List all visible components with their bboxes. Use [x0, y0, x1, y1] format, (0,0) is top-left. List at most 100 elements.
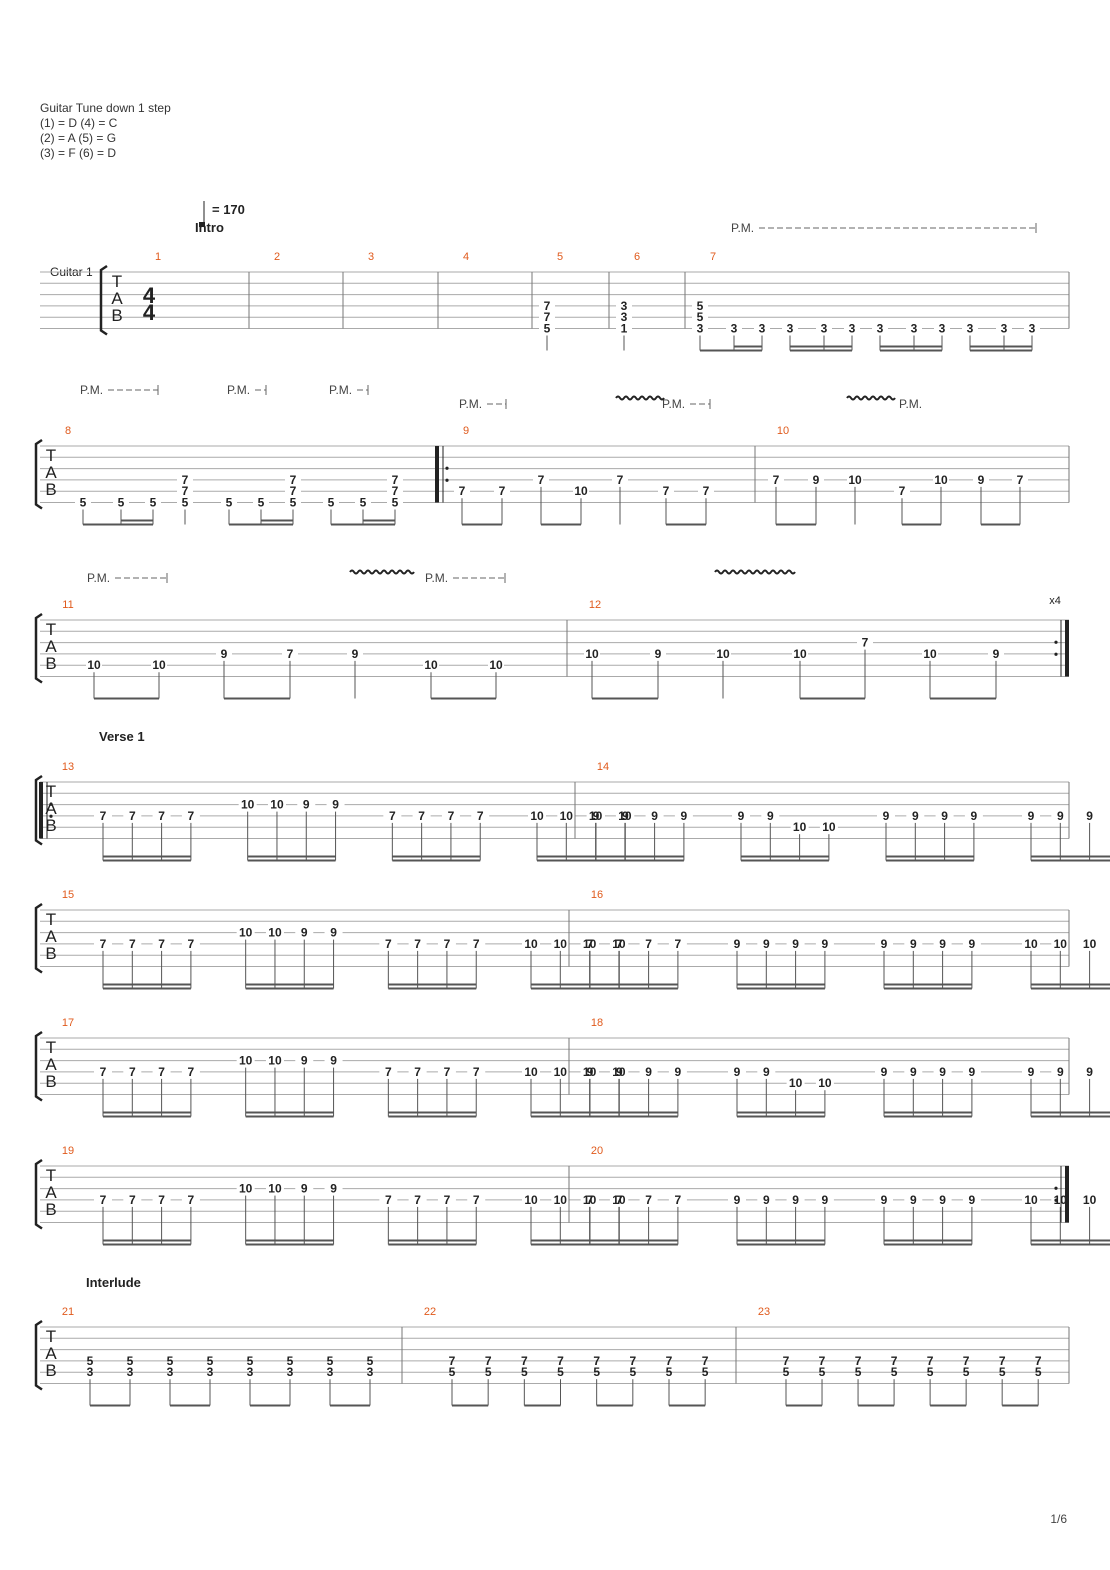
measure-number: 19 [62, 1145, 74, 1157]
fret-number: 9 [767, 809, 774, 823]
note-bg [988, 647, 1004, 659]
fret-number: 10 [268, 1054, 282, 1068]
note-bg [408, 1193, 427, 1205]
note-bg [616, 322, 632, 334]
fret-number: 5 [150, 496, 157, 510]
fret-number: 10 [524, 937, 538, 951]
fret-number: 9 [655, 647, 662, 661]
note-bg [94, 809, 112, 821]
fret-number: 7 [158, 809, 165, 823]
tab-clef-letter: B [45, 1361, 56, 1380]
fret-number: 10 [793, 647, 807, 661]
fret-number: 5 [182, 496, 189, 510]
note-bg [728, 1193, 746, 1205]
note-bg [408, 937, 427, 949]
fret-number: 5 [449, 1365, 456, 1379]
fret-number: 7 [927, 1354, 934, 1368]
note-bg [857, 636, 873, 648]
fret-number: 7 [663, 484, 670, 498]
measure-number: 13 [62, 761, 74, 773]
tab-clef-letter: T [112, 272, 122, 291]
fret-number: 10 [554, 1193, 568, 1207]
note-bg [728, 937, 746, 949]
fret-number: 7 [287, 647, 294, 661]
fret-number: 7 [963, 1354, 970, 1368]
fret-number: 7 [449, 1354, 456, 1368]
note-bg [933, 473, 949, 485]
note-bg [786, 937, 805, 949]
note-bg [265, 926, 284, 938]
note-bg [324, 926, 343, 938]
note-bg [815, 937, 834, 949]
fret-number: 7 [188, 1193, 195, 1207]
tab-clef-letter: B [45, 654, 56, 673]
fret-number: 10 [268, 926, 282, 940]
measure-number: 12 [589, 599, 601, 611]
note-bg [295, 926, 314, 938]
fret-number: 7 [158, 1065, 165, 1079]
fret-number: 5 [783, 1365, 790, 1379]
note-bg [877, 809, 895, 821]
fret-number: 3 [911, 322, 918, 336]
fret-number: 9 [822, 937, 829, 951]
fret-number: 10 [1024, 937, 1038, 951]
measure-number: 3 [368, 251, 374, 263]
fret-number: 5 [1035, 1365, 1042, 1379]
note-bg [904, 937, 923, 949]
fret-number: 10 [239, 1182, 253, 1196]
note-bg [726, 322, 742, 334]
note-bg [152, 937, 171, 949]
note-bg [437, 1065, 456, 1077]
time-signature-top: 4 [143, 283, 156, 308]
note-bg [962, 1065, 981, 1077]
fret-number: 7 [158, 937, 165, 951]
note-bg [933, 1065, 952, 1077]
note-bg [265, 1182, 284, 1194]
note-bg [488, 659, 504, 671]
fret-number: 3 [207, 1365, 214, 1379]
fret-number: 3 [821, 322, 828, 336]
note-bg [639, 1065, 658, 1077]
fret-number: 10 [554, 937, 568, 951]
note-bg [522, 1193, 540, 1205]
fret-number: 9 [971, 809, 978, 823]
measure-number: 23 [758, 1306, 770, 1318]
note-bg [815, 1193, 834, 1205]
fret-number: 10 [87, 658, 101, 672]
fret-number: 10 [152, 658, 166, 672]
fret-number: 9 [738, 809, 745, 823]
fret-number: 7 [645, 1193, 652, 1207]
fret-number: 10 [524, 1065, 538, 1079]
fret-number: 5 [80, 496, 87, 510]
fret-number: 7 [477, 809, 484, 823]
note-bg [177, 496, 193, 508]
note-bg [285, 496, 301, 508]
note-bg [285, 485, 301, 497]
fret-number: 7 [783, 1354, 790, 1368]
fret-number: 10 [524, 1193, 538, 1207]
note-bg [181, 809, 200, 821]
fret-number: 3 [287, 1365, 294, 1379]
note-bg [557, 809, 576, 821]
fret-number: 9 [910, 937, 917, 951]
note-bg [616, 299, 632, 311]
measure-number: 9 [463, 425, 469, 437]
fret-number: 7 [444, 937, 451, 951]
fret-number: 7 [593, 1354, 600, 1368]
note-bg [539, 311, 555, 323]
fret-number: 10 [923, 647, 937, 661]
fret-number: 7 [862, 636, 869, 650]
measure-number: 7 [710, 251, 716, 263]
fret-number: 9 [352, 647, 359, 661]
note-bg [816, 322, 832, 334]
tab-system [34, 902, 1110, 974]
note-bg [761, 809, 780, 821]
repeat-dot [1054, 1198, 1058, 1202]
note-bg [152, 1065, 171, 1077]
fret-number: 5 [87, 1354, 94, 1368]
fret-number: 10 [583, 1065, 597, 1079]
fret-number: 10 [270, 798, 284, 812]
note-bg [616, 809, 635, 821]
fret-number: 3 [1029, 322, 1036, 336]
